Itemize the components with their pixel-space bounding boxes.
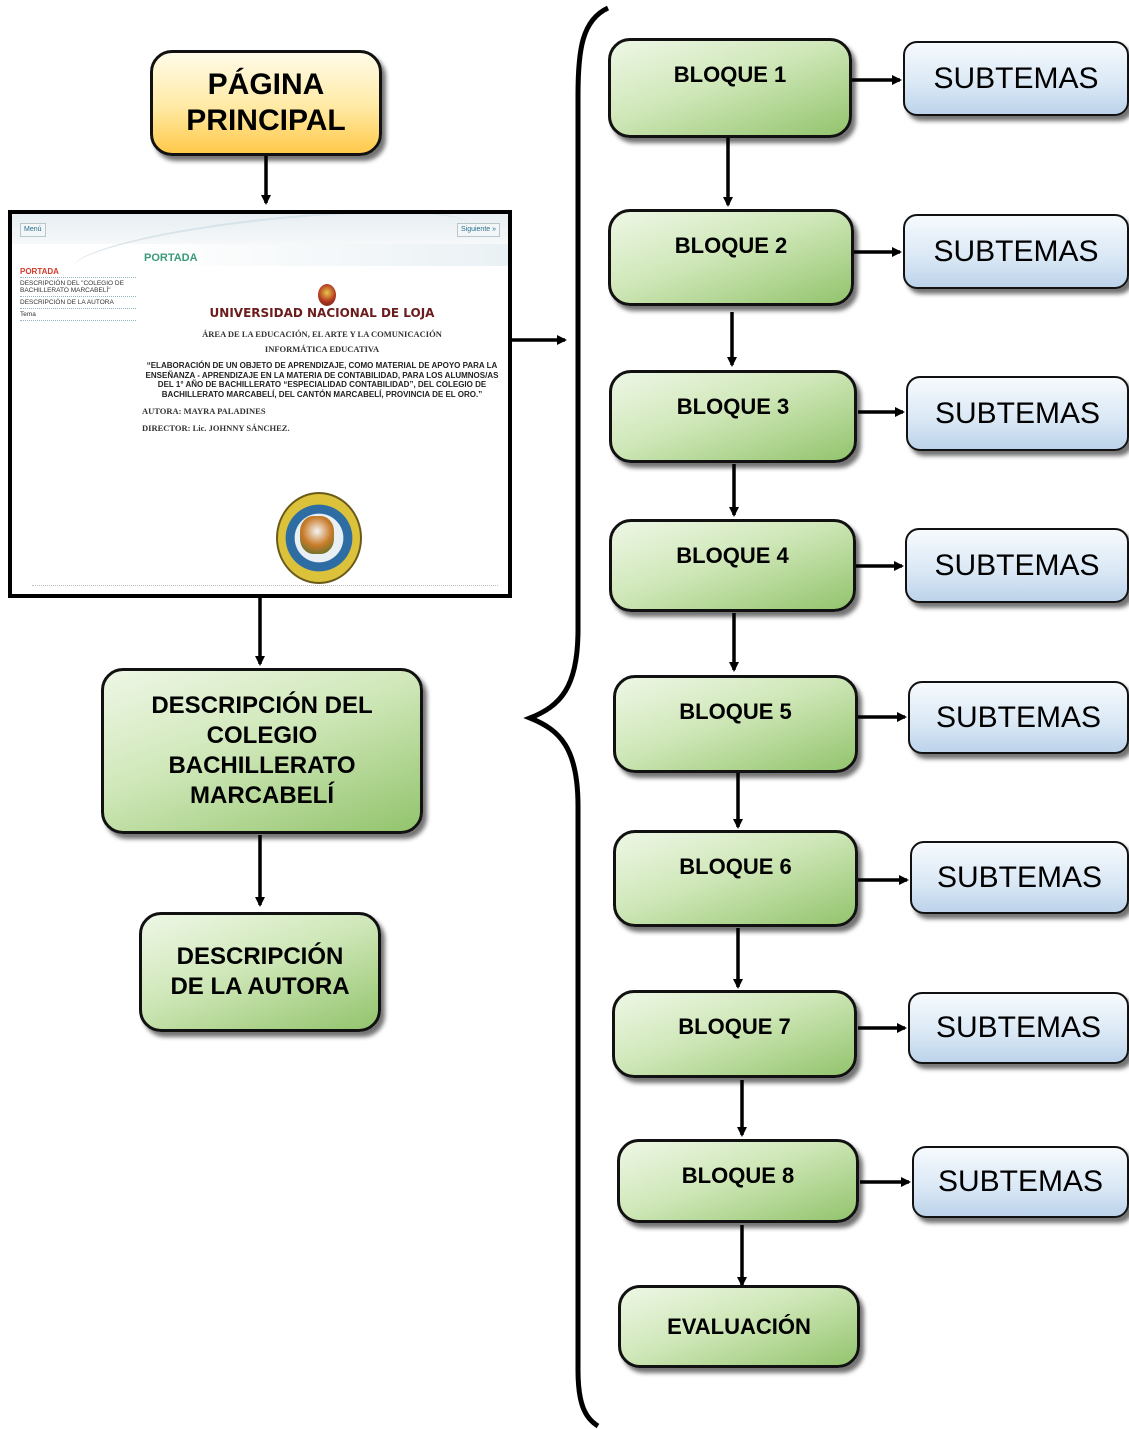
curly-brace xyxy=(523,5,610,1429)
bloque-7-node: BLOQUE 7 xyxy=(612,990,857,1078)
menu-button[interactable]: Menú xyxy=(20,223,46,237)
bloque-label: BLOQUE 5 xyxy=(679,699,792,724)
university-seal-icon xyxy=(318,284,336,306)
colegio-seal-icon xyxy=(276,492,362,584)
main-page-node: PÁGINA PRINCIPAL xyxy=(150,50,382,156)
bloque-label: BLOQUE 1 xyxy=(673,62,787,87)
subtemas-2-node: SUBTEMAS xyxy=(903,214,1129,289)
subtemas-4-node: SUBTEMAS xyxy=(905,528,1129,603)
colegio-node: DESCRIPCIÓN DEL COLEGIO BACHILLERATO MAR… xyxy=(101,668,423,834)
subtemas-8-node: SUBTEMAS xyxy=(912,1146,1129,1218)
subtemas-5-node: SUBTEMAS xyxy=(908,681,1129,754)
bloque-6-node: BLOQUE 6 xyxy=(613,830,858,927)
bloque-4-node: BLOQUE 4 xyxy=(609,519,856,612)
bloque-5-node: BLOQUE 5 xyxy=(613,675,858,773)
university-name: UNIVERSIDAD NACIONAL DE LOJA xyxy=(209,306,435,320)
subtemas-label: SUBTEMAS xyxy=(934,548,1100,582)
autora-node: DESCRIPCIÓN DE LA AUTORA xyxy=(139,912,381,1032)
project-title: “ELABORACIÓN DE UN OBJETO DE APRENDIZAJE… xyxy=(145,361,499,399)
menu-item-portada[interactable]: PORTADA xyxy=(20,266,136,278)
subtemas-label: SUBTEMAS xyxy=(936,860,1103,894)
subtemas-1-node: SUBTEMAS xyxy=(903,41,1129,116)
subtemas-label: SUBTEMAS xyxy=(933,61,1099,95)
autora-node-label: DESCRIPCIÓN DE LA AUTORA xyxy=(170,943,350,1000)
subtemas-label: SUBTEMAS xyxy=(934,396,1101,430)
menu-item-colegio[interactable]: DESCRIPCIÓN DEL "COLEGIO DE BACHILLERATO… xyxy=(20,278,136,297)
bloque-label: BLOQUE 8 xyxy=(681,1163,795,1188)
bloque-label: BLOQUE 2 xyxy=(674,233,788,258)
subtemas-7-node: SUBTEMAS xyxy=(908,992,1129,1064)
side-menu: PORTADA DESCRIPCIÓN DEL "COLEGIO DE BACH… xyxy=(20,266,136,321)
author-line: AUTORA: MAYRA PALADINES xyxy=(142,406,266,417)
program-name: INFORMÁTICA EDUCATIVA xyxy=(264,344,380,354)
bloque-label: BLOQUE 4 xyxy=(676,543,789,568)
bloque-2-node: BLOQUE 2 xyxy=(608,209,854,306)
evaluacion-label: EVALUACIÓN xyxy=(667,1313,811,1339)
director-line: DIRECTOR: Lic. JOHNNY SÁNCHEZ. xyxy=(142,423,290,434)
next-button[interactable]: Siguiente » xyxy=(456,223,500,237)
bloque-1-node: BLOQUE 1 xyxy=(608,38,852,138)
portada-screenshot: Menú Siguiente » PORTADA PORTADA DESCRIP… xyxy=(8,210,512,598)
menu-item-tema[interactable]: Tema xyxy=(20,309,136,321)
screenshot-header-bar xyxy=(12,214,508,244)
subtemas-3-node: SUBTEMAS xyxy=(906,376,1129,451)
portada-content: UNIVERSIDAD NACIONAL DE LOJA ÁREA DE LA … xyxy=(140,282,504,433)
subtemas-label: SUBTEMAS xyxy=(935,700,1102,734)
colegio-node-label: DESCRIPCIÓN DEL COLEGIO BACHILLERATO MAR… xyxy=(151,692,373,809)
portada-heading: PORTADA xyxy=(144,252,198,264)
bloque-8-node: BLOQUE 8 xyxy=(617,1139,859,1223)
bloque-label: BLOQUE 6 xyxy=(679,854,792,879)
area-name: ÁREA DE LA EDUCACIÓN, EL ARTE Y LA COMUN… xyxy=(202,329,442,339)
subtemas-label: SUBTEMAS xyxy=(937,1165,1104,1198)
menu-item-autora[interactable]: DESCRIPCIÓN DE LA AUTORA xyxy=(20,297,136,309)
subtemas-6-node: SUBTEMAS xyxy=(910,841,1129,914)
subtemas-label: SUBTEMAS xyxy=(935,1011,1102,1044)
header-band xyxy=(142,244,508,266)
bloque-label: BLOQUE 7 xyxy=(678,1014,791,1039)
bloque-3-node: BLOQUE 3 xyxy=(609,370,857,463)
bloque-label: BLOQUE 3 xyxy=(676,394,790,419)
subtemas-label: SUBTEMAS xyxy=(933,234,1099,268)
footer-divider xyxy=(32,585,498,586)
main-page-label: PÁGINA PRINCIPAL xyxy=(186,68,346,137)
evaluacion-node: EVALUACIÓN xyxy=(618,1285,860,1368)
